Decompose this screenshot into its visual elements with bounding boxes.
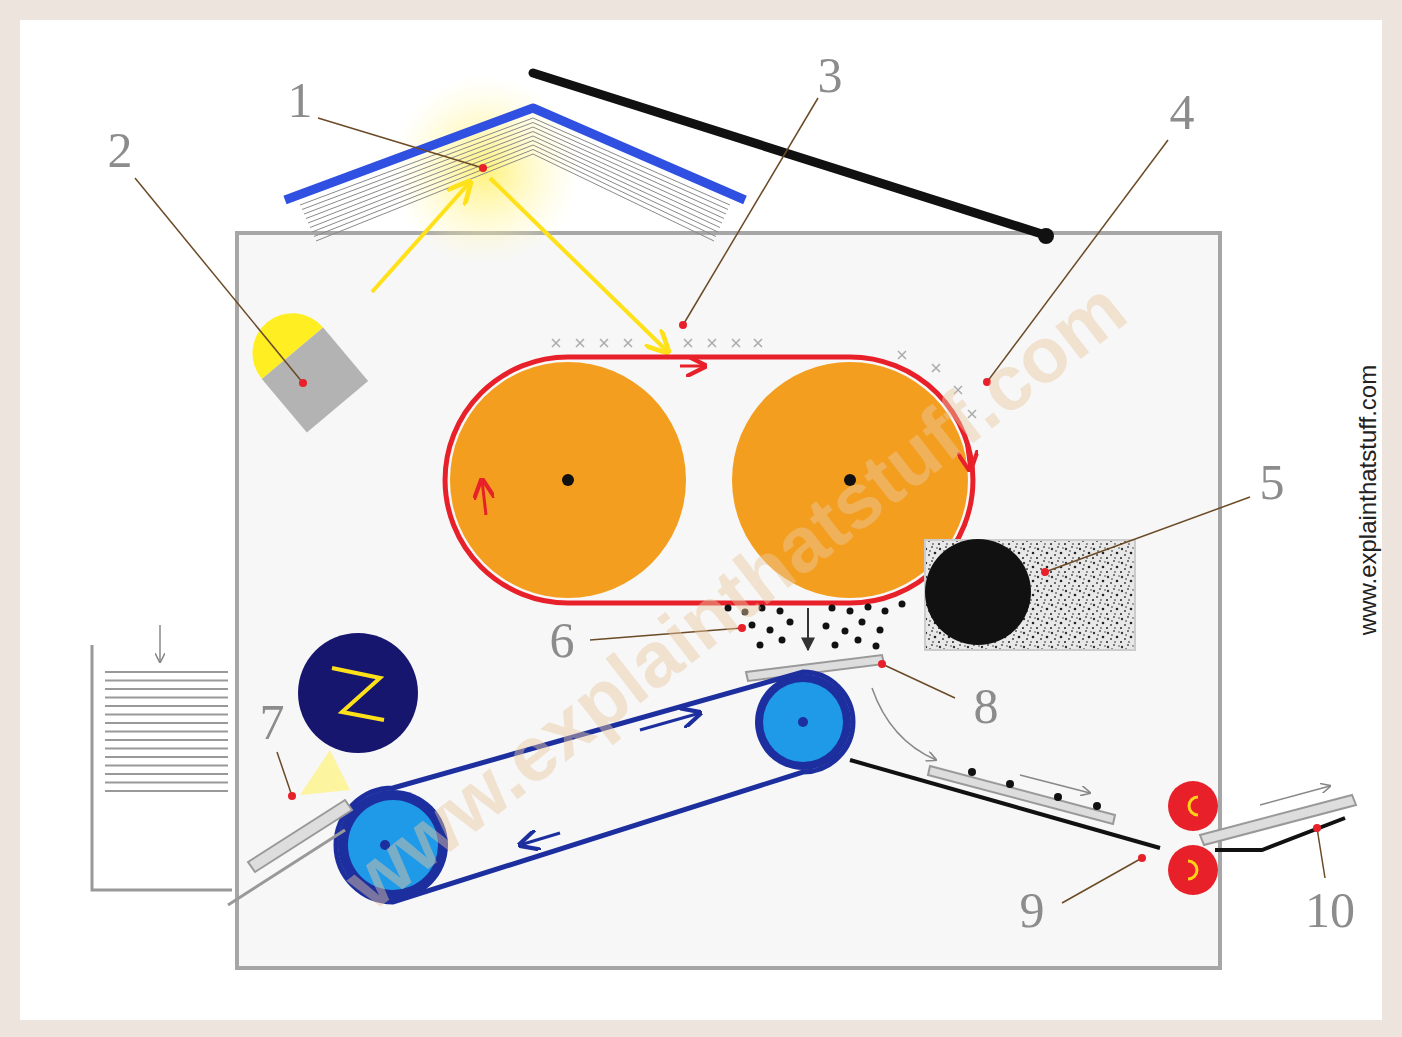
toner-particle [767,627,774,634]
belt-direction [680,365,705,368]
callout-number: 6 [550,615,575,665]
output-tray [1215,818,1345,850]
book-cover [285,108,745,200]
callout-number: 9 [1020,885,1045,935]
copier-lid [533,73,1045,235]
paper-sheet-edge [105,688,228,690]
callout-number: 8 [974,681,999,731]
paper-sheet-edge [105,714,228,716]
charge-mark [754,339,762,347]
paper-sheet [928,766,1115,824]
roller-rotation [1188,861,1197,879]
paper-direction [1020,775,1090,793]
callout-number: 5 [1260,457,1285,507]
toner-particle [823,623,830,630]
belt-pulley [755,674,851,770]
charge-mark [684,339,692,347]
paper-sheet-edge [105,722,228,724]
toner-particle [842,628,849,635]
toner-particle [865,604,872,611]
paper-sheet-edge [105,680,228,682]
paper-sheet-edge [105,671,228,673]
fuser-roller [1168,781,1218,831]
charge-spark [332,668,384,720]
paper-feed-arrow [159,625,161,662]
roller-axle [798,717,808,727]
toner-particle [873,643,880,650]
paper-sheet-edge [105,790,228,792]
paper-sheet-edge [105,739,228,741]
toner-on-paper [968,768,1101,810]
book-pages [300,118,730,241]
toner-particle [877,627,884,634]
roller-axle [562,474,574,486]
toner-particle [855,637,862,644]
toner-particle [832,642,839,649]
paper-sheet-edge [105,748,228,750]
paper-sheet-edge [105,731,228,733]
charge-mark [898,351,906,359]
toner-particle [779,637,786,644]
lamp [236,297,368,433]
callout-number: 10 [1305,885,1355,935]
charge-mark [932,364,940,372]
charge-mark [624,339,632,347]
paper-tray [92,645,232,890]
toner-particle [757,642,764,649]
paper-sheet-edge [105,765,228,767]
charge-mark [552,339,560,347]
toner-particle [829,605,836,612]
paper-direction [1260,786,1330,805]
copier-housing [237,233,1220,968]
belt-direction [640,713,700,730]
toner-particle [859,619,866,626]
output-guide [850,760,1160,848]
charge-mark [576,339,584,347]
leader-lines [135,98,1325,903]
lid-hinge [1038,228,1054,244]
callout-number: 7 [260,697,285,747]
toner-hopper [925,540,1135,650]
belt-direction [520,833,560,845]
charge-glow [300,750,350,795]
website-credit: www.explainthatstuff.com [1356,365,1380,635]
paper-sheet-edge [105,697,228,699]
page-ground [20,20,1382,1020]
belt-direction [482,480,486,515]
roller-rotation [1189,797,1198,815]
toner-particle [899,601,906,608]
fuser-roller [1168,845,1218,895]
light-ray [372,182,470,292]
paper-sheet-edge [105,773,228,775]
paper-stack [105,672,228,791]
callout-number: 4 [1170,87,1195,137]
toner-roller [925,539,1031,645]
paper-sheet-edge [105,756,228,758]
callout-number: 3 [818,50,843,100]
toner-particle [882,608,889,615]
charge-mark [732,339,740,347]
charge-mark [600,339,608,347]
paper-path [872,688,936,760]
light-ray [490,178,668,352]
paper-sheet [1200,795,1356,845]
callout-number: 2 [108,125,133,175]
toner-particle [787,619,794,626]
drum-roller [450,362,686,598]
paper-sheet-edge [105,782,228,784]
paper-sheet-edge [105,705,228,707]
toner-direction [807,608,809,650]
charge-mark [708,339,716,347]
callout-number: 1 [288,75,313,125]
toner-particle [847,608,854,615]
corona-charger [298,633,418,753]
belt-pulley [763,682,843,762]
